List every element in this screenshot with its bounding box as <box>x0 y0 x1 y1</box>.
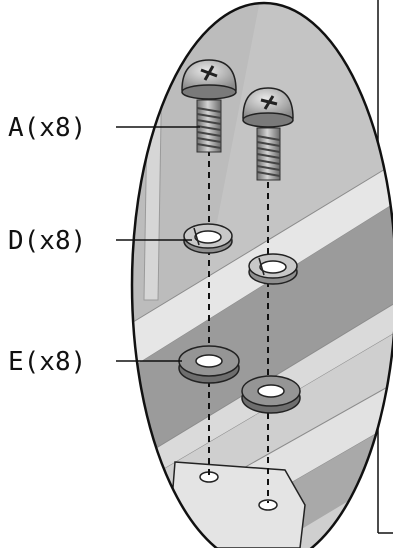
alignment-lines <box>208 150 269 503</box>
screw-a-icon <box>181 59 237 153</box>
part-label-e: E(x8) <box>8 347 86 377</box>
magnifier-oval <box>130 1 393 553</box>
screw-a-second-icon <box>242 87 294 181</box>
part-label-a: A(x8) <box>8 113 86 143</box>
part-label-d: D(x8) <box>8 226 86 256</box>
flat-washer-e-icon <box>178 345 240 384</box>
lock-washer-d-second-icon <box>248 253 298 285</box>
lock-washer-d-icon <box>183 223 233 254</box>
leader-lines <box>116 126 200 362</box>
flat-washer-e-second-icon <box>241 375 301 414</box>
mount-hole-right <box>258 499 278 511</box>
